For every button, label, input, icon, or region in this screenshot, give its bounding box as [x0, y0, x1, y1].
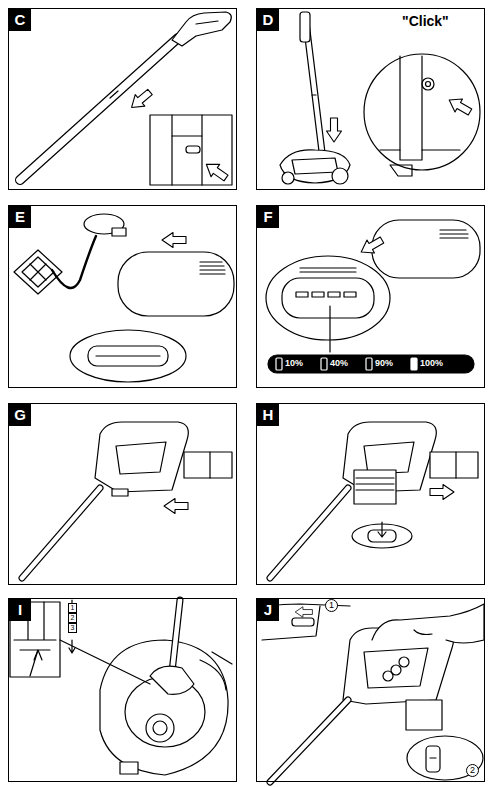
step-letter: E — [9, 206, 31, 228]
callout-number: 1 — [325, 599, 338, 612]
callout-number: 1 — [68, 603, 77, 613]
charge-level: 100% — [420, 359, 443, 368]
step-panel: E — [8, 205, 237, 388]
step-letter: H — [257, 404, 279, 426]
step-letter: I — [9, 599, 31, 621]
step-letter: C — [9, 9, 31, 31]
step-letter: G — [9, 404, 31, 426]
sound-cue: "Click" — [402, 14, 449, 28]
callout-number: 2 — [466, 764, 479, 777]
step-letter: F — [257, 206, 279, 228]
step-panel: D — [256, 8, 485, 190]
step-panel: C — [8, 8, 237, 190]
step-letter: J — [257, 599, 279, 621]
charge-level: 40% — [330, 359, 348, 368]
charge-level: 90% — [375, 359, 393, 368]
step-letter: D — [257, 9, 279, 31]
charge-level: 10% — [285, 359, 303, 368]
step-panel: H — [256, 403, 485, 585]
callout-number: 2 — [68, 613, 77, 623]
step-panel: I — [8, 598, 237, 782]
step-panel: G — [8, 403, 237, 585]
step-panel: J — [256, 598, 485, 782]
callout-number: 3 — [68, 623, 77, 633]
